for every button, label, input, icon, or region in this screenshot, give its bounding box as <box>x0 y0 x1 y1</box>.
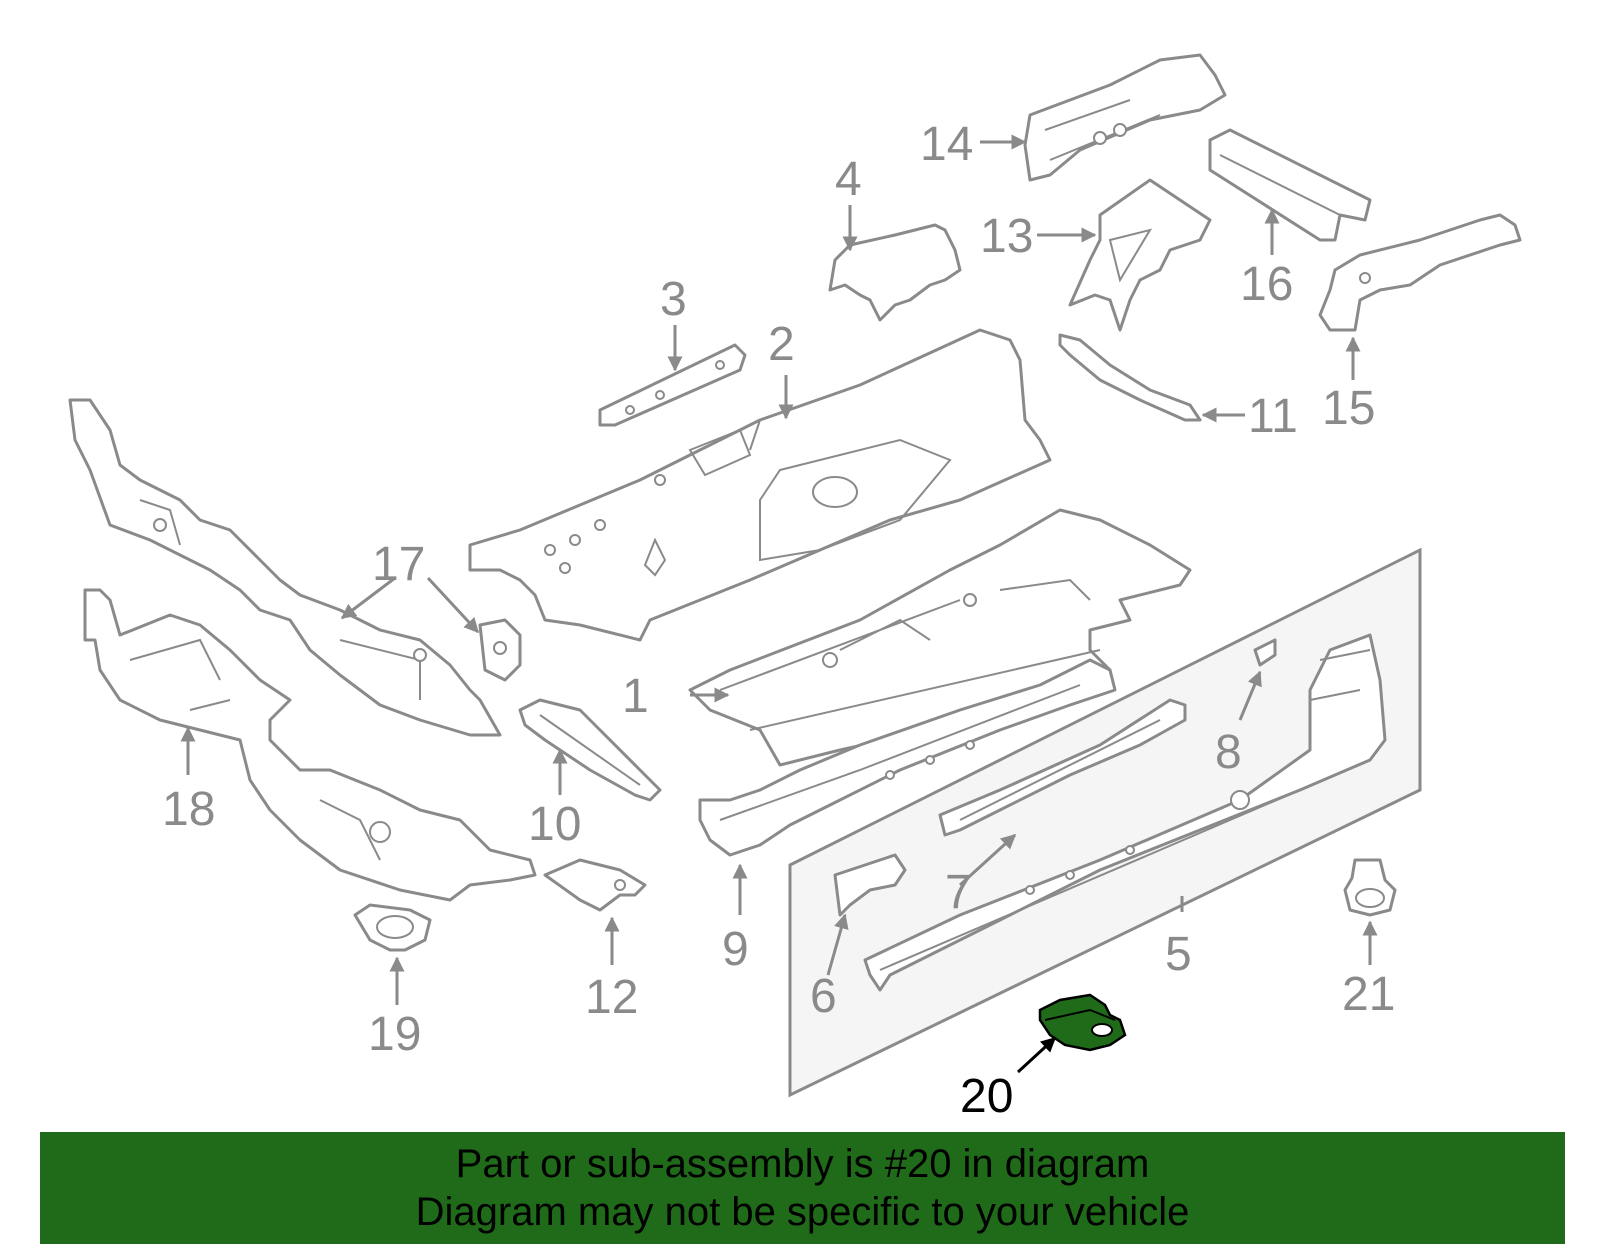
part-10 <box>518 698 662 802</box>
callout-4: 4 <box>835 153 862 206</box>
part-4 <box>828 223 962 322</box>
callout-19: 19 <box>368 1008 421 1061</box>
callout-12: 12 <box>585 971 638 1024</box>
subassembly-panel <box>788 547 1422 1098</box>
callout-14: 14 <box>920 118 973 171</box>
part-11 <box>1058 333 1202 422</box>
part-19 <box>353 903 432 952</box>
part-3 <box>598 343 747 427</box>
callout-18: 18 <box>162 783 215 836</box>
part-20[interactable] <box>1038 993 1127 1052</box>
callout-9: 9 <box>722 923 749 976</box>
callout-17: 17 <box>372 538 425 591</box>
part-12 <box>543 858 647 912</box>
part-8 <box>1253 638 1277 667</box>
callout-1: 1 <box>622 670 649 723</box>
callout-8: 8 <box>1215 726 1242 779</box>
part-21 <box>1343 858 1397 917</box>
callout-2: 2 <box>768 318 795 371</box>
part-17 <box>68 398 522 737</box>
callout-5: 5 <box>1165 928 1192 981</box>
part-14 <box>1023 53 1227 182</box>
info-banner: Part or sub-assembly is #20 in diagram D… <box>40 1132 1565 1244</box>
part-16 <box>1208 128 1372 242</box>
part-15 <box>1318 213 1522 332</box>
parts-diagram: 1 2 3 4 5 6 7 8 9 10 11 12 13 14 15 16 1… <box>68 53 1522 1123</box>
banner-line-1: Part or sub-assembly is #20 in diagram <box>455 1142 1150 1186</box>
callout-15: 15 <box>1322 382 1375 435</box>
part-2 <box>468 328 1052 642</box>
part-9 <box>698 658 1117 857</box>
leader-arrows <box>180 134 1378 1074</box>
banner-line-2: Diagram may not be specific to your vehi… <box>415 1190 1190 1234</box>
callout-13: 13 <box>980 210 1033 263</box>
callout-16: 16 <box>1240 258 1293 311</box>
part-13 <box>1068 178 1212 332</box>
callout-3: 3 <box>660 273 687 326</box>
callout-20[interactable]: 20 <box>960 1070 1013 1123</box>
part-1 <box>688 508 1192 767</box>
callout-21: 21 <box>1342 968 1395 1021</box>
callout-7: 7 <box>945 866 972 919</box>
part-7 <box>938 698 1187 837</box>
callout-11: 11 <box>1248 390 1298 443</box>
callout-6: 6 <box>810 970 837 1023</box>
callout-10: 10 <box>528 798 581 851</box>
part-5 <box>863 633 1387 992</box>
part-6 <box>833 853 907 917</box>
